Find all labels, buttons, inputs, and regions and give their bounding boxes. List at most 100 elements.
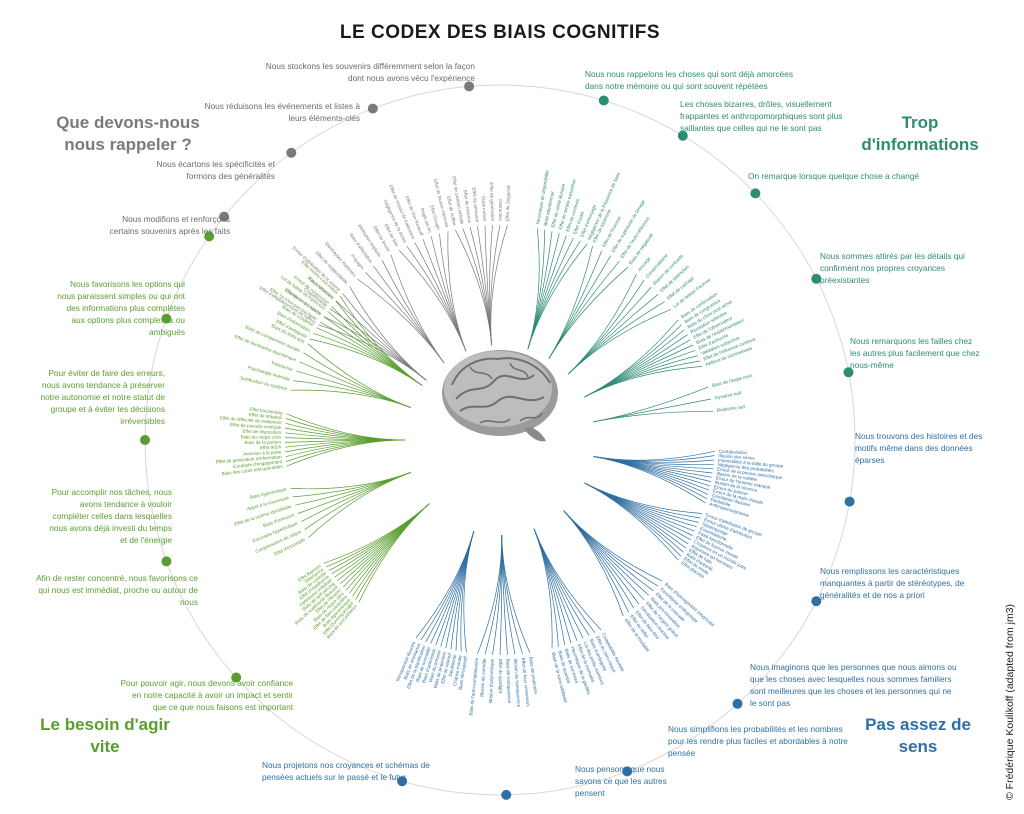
branch-line [425, 531, 475, 642]
branch-line [469, 227, 493, 346]
corner-title-act-fast: Le besoin d'agir vite [40, 715, 170, 756]
bias-label: Effet IKEA [260, 444, 282, 450]
bias-label: Négligence des probabilités [717, 462, 774, 473]
branch-line [563, 510, 624, 617]
branch-line [584, 349, 696, 398]
branch-line [584, 366, 703, 398]
bias-label: Biais du risque zéro [241, 434, 282, 439]
category-label: Nous modifions et renforçons certains so… [109, 214, 230, 236]
category-label: Nous trouvons des histoires et des motif… [855, 431, 983, 465]
category-dot [204, 231, 215, 242]
category-dot [622, 766, 633, 777]
bias-label: Effet de spotlight [498, 659, 503, 694]
branch-line [533, 528, 566, 646]
bias-label: Biais de projection [528, 657, 538, 695]
bias-label: Biais de l'auto-complaisance [468, 657, 479, 716]
branch-line [342, 293, 427, 381]
bias-label: Effet de primauté [471, 187, 480, 223]
category-label: Nous remarquons les failles chez les aut… [850, 336, 980, 370]
branch-line [365, 272, 445, 364]
bias-label: Paréidolie [710, 497, 731, 507]
category-label: Afin de rester concentré, nous favorison… [36, 573, 198, 607]
copyright-credit: © Frédérique Koulikoff (adapted from jm3… [1004, 603, 1016, 800]
page-title: LE CODEX DES BIAIS COGNITIFS [339, 22, 661, 43]
branch-line [335, 300, 423, 386]
branch-line [527, 231, 553, 350]
branch-line [548, 266, 629, 359]
branch-line [345, 503, 430, 591]
category-dot [750, 188, 761, 199]
branch-line [357, 278, 445, 364]
bias-label: Effet de génération d'information [216, 454, 283, 464]
branch-line [286, 439, 406, 467]
branch-line [584, 482, 682, 557]
bias-label: Insensibilité à la taille du groupe [718, 458, 784, 469]
category-label: Nous imaginons que les personnes que nou… [750, 662, 957, 708]
bias-label: Effet de dotation [249, 412, 283, 420]
branch-line [285, 439, 406, 458]
branch-line [563, 510, 654, 591]
category-label: Nous remplissons les caractéristiques ma… [820, 566, 965, 600]
branch-line [563, 510, 663, 582]
category-dot [501, 789, 512, 800]
category-label: On remarque lorsque quelque chose a chan… [748, 171, 920, 181]
branch-line [527, 243, 588, 350]
branch-line [415, 531, 475, 639]
branch-line [290, 389, 411, 408]
branch-line [313, 332, 423, 386]
bias-label: Biais de l'angle mort [712, 373, 754, 388]
category-dot [843, 367, 854, 378]
bias-label: Effet de récence [463, 190, 473, 224]
branch-line [339, 295, 423, 386]
branch-line [328, 503, 430, 571]
branch-line [527, 229, 546, 350]
branch-line [358, 503, 430, 603]
branch-line [527, 240, 581, 350]
bias-label: Effet de pseudo-certitude [230, 422, 282, 430]
bias-label: Illusion d'asymétrique [488, 658, 495, 703]
branch-line [398, 249, 467, 352]
bias-label: Effet de génération [489, 182, 495, 221]
category-dot [464, 81, 475, 92]
category-dot [367, 103, 378, 114]
bias-label: Réactance [271, 360, 294, 372]
category-label: Nous sommes attirés par les détails qui … [820, 251, 965, 285]
category-dot [732, 698, 743, 709]
category-dot [231, 672, 242, 683]
category-label: Nous stockons les souvenirs différemment… [265, 61, 475, 83]
bias-label: Escalade d'engagement [233, 459, 283, 469]
category-label: Nous favorisons les options qui nous par… [57, 279, 185, 337]
bias-label: Distraction [498, 199, 503, 221]
category-dot [161, 313, 172, 324]
branch-line [548, 250, 603, 359]
bias-label: Oubli motivé [481, 196, 488, 222]
category-label: Les choses bizarres, drôles, visuellemen… [680, 99, 843, 133]
branch-line [584, 482, 693, 536]
branch-line [584, 482, 679, 561]
bias-label: Illusion des séries [718, 453, 755, 461]
bias-label: Biais de la portion [244, 440, 281, 445]
branch-line [349, 286, 427, 381]
branch-line [300, 472, 411, 523]
category-dot [844, 496, 855, 507]
category-label: Pour éviter de faire des erreurs, nous a… [40, 368, 165, 426]
branch-line [593, 456, 706, 504]
category-label: Nous réduisons les événements et listes … [204, 101, 360, 123]
bias-label: Effet de suffixe [446, 196, 457, 227]
category-dot [677, 130, 688, 141]
branch-line [323, 503, 430, 564]
corner-title-not-enough-meaning: Pas assez de sens [865, 715, 971, 756]
branch-line [477, 534, 503, 654]
corner-title-remember: Que devons-nous nous rappeler ? [56, 113, 200, 154]
category-label: Pour pouvoir agir, nous devons avoir con… [120, 678, 294, 712]
branch-line [450, 531, 475, 650]
category-dot [140, 435, 150, 445]
branch-line [286, 413, 406, 441]
branch-line [308, 472, 411, 538]
branch-line [390, 254, 445, 364]
branch-line [447, 231, 467, 352]
bias-label: Illusion de contrôle [479, 658, 487, 697]
branch-line [381, 260, 445, 364]
bias-label: Biais de transparence [505, 659, 512, 704]
